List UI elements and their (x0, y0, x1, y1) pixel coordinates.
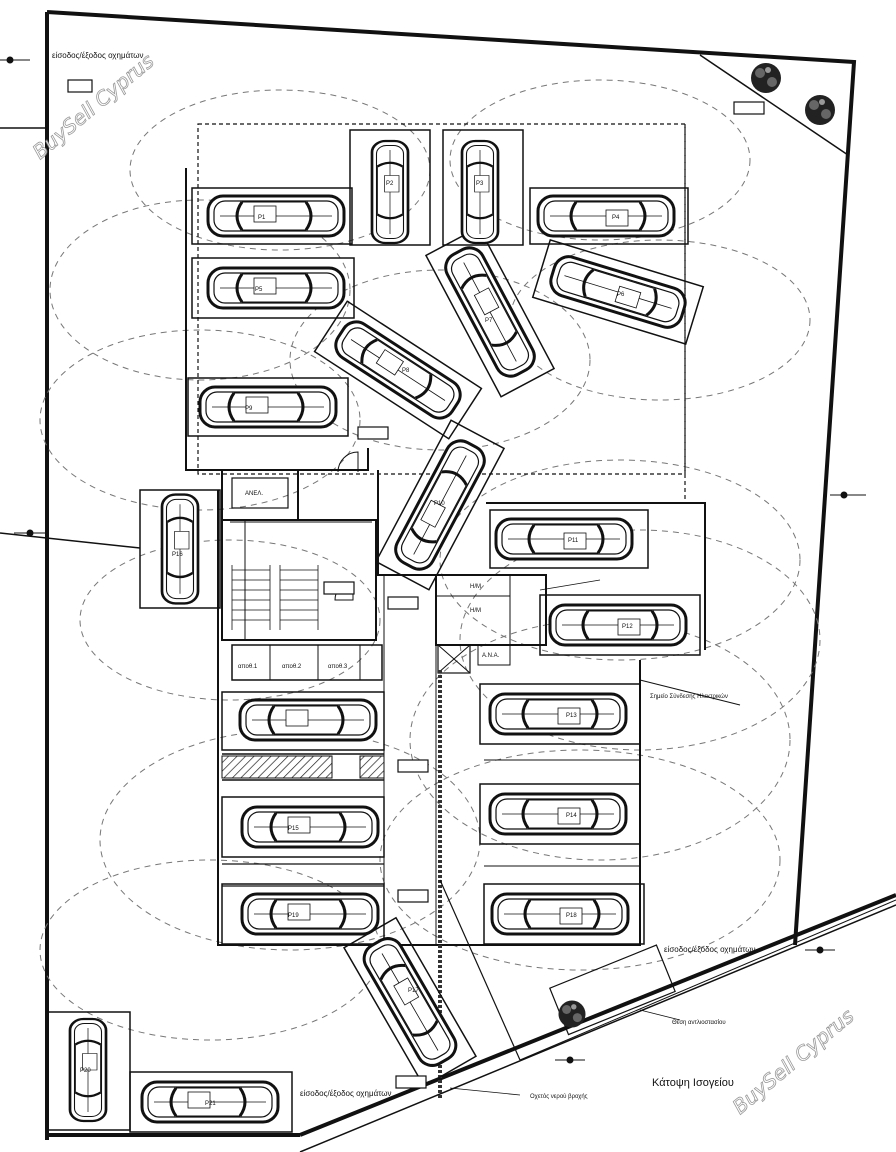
spot-label: P14 (566, 813, 577, 819)
entrance-label-bottom: είσοδος/έξοδος οχημάτων (300, 1089, 391, 1098)
spot-label: P21 (205, 1101, 216, 1107)
note-right: Σημείο Σύνδεσης Ηλεκτρικών (650, 694, 728, 700)
note-bottom-left: Θέση αντλιοστασίου (672, 1019, 726, 1026)
plan-title: Κάτοψη Ισογείου (652, 1077, 734, 1089)
car-p12 (548, 603, 688, 647)
spot-labels: P1 P2 P3 P4 P5 P6 P7 P8 P9 P10 P11 P12 P… (80, 181, 633, 1107)
entrance-label-top: είσοδος/έξοδος οχημάτων (52, 51, 143, 60)
direction-tags (67, 79, 765, 1089)
room-label: Α.Ν.Α. (482, 653, 500, 659)
car-p18 (238, 698, 378, 742)
spot-label: P13 (566, 713, 577, 719)
room-label: Η/Μ (470, 584, 481, 590)
car-p14 (488, 792, 628, 836)
car-p13 (488, 692, 628, 736)
car-p17 (357, 931, 463, 1073)
spot-label: P10 (434, 501, 445, 507)
section-markers (0, 56, 866, 1064)
car-p3 (460, 139, 500, 245)
spot-label: P15 (288, 826, 299, 832)
tree-icon (558, 1000, 586, 1028)
spot-label: P1 (258, 215, 266, 221)
car-p9 (198, 385, 338, 429)
spot-label: P9 (245, 406, 253, 412)
lift-label: ΑΝΕΛ. (245, 491, 263, 497)
spot-label: P8 (402, 368, 410, 374)
car-p5 (206, 266, 346, 310)
spot-label: P4 (612, 215, 620, 221)
hatched-wall (359, 755, 385, 779)
spot-label: P17 (408, 988, 419, 994)
car-p1 (206, 194, 346, 238)
spot-label: P16 (172, 552, 183, 558)
car-p2 (370, 139, 410, 245)
spot-label: P19 (288, 913, 299, 919)
watermark: BuySell Cyprus (728, 1004, 859, 1119)
entrance-label-right: είσοδος/έξοδος οχημάτων (664, 945, 755, 954)
spot-label: P20 (80, 1068, 91, 1074)
car-p19 (490, 892, 630, 936)
storage-label: αποθ.3 (328, 664, 348, 670)
spot-label: P11 (568, 538, 579, 544)
hatched-wall (221, 755, 333, 779)
spot-label: P7 (485, 318, 493, 324)
note-bottom: Οχετός νερού βροχής (530, 1093, 588, 1100)
car-p20 (240, 892, 380, 936)
car-p15 (240, 805, 380, 849)
car-p11 (494, 517, 634, 561)
spot-label: P6 (617, 292, 625, 298)
cars (68, 139, 691, 1124)
tree-icon (805, 95, 835, 125)
room-label: Η/Μ (470, 608, 481, 614)
tree-icon (751, 63, 781, 93)
car-p4 (536, 194, 676, 238)
spot-label: P2 (386, 181, 394, 187)
storage-label: αποθ.2 (282, 664, 302, 670)
car-p8 (328, 314, 468, 426)
spot-label: P5 (255, 287, 263, 293)
car-p16 (160, 493, 200, 605)
storage-label: αποθ.1 (238, 664, 258, 670)
spot-label: P3 (476, 181, 484, 187)
spot-label: P12 (622, 624, 633, 630)
site-boundary (0, 10, 896, 1152)
spot-label: P18 (566, 913, 577, 919)
